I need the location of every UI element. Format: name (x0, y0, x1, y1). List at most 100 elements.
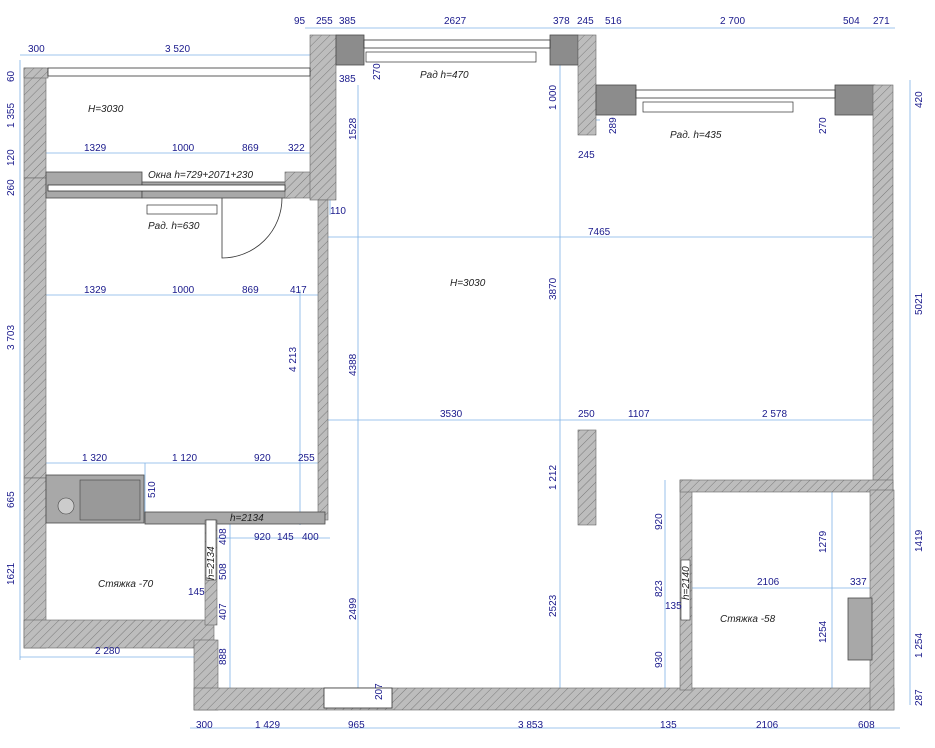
dim-label: 3 853 (518, 720, 543, 731)
dim-label: 2106 (756, 720, 779, 731)
dim-label: 5021 (914, 292, 925, 315)
dim-label: 888 (218, 648, 229, 665)
radiators (146, 51, 794, 215)
dim-label: 300 (196, 720, 213, 731)
radiator-note-1: Рад h=470 (420, 70, 469, 81)
dim-label: 4 213 (288, 347, 299, 372)
dim-label: 420 (914, 91, 925, 108)
dim-label: 1 320 (82, 453, 107, 464)
dim-label: 3530 (440, 409, 463, 420)
dim-label: 407 (218, 603, 229, 620)
dim-label: 510 (147, 481, 158, 498)
dim-label: 270 (818, 117, 829, 134)
dim-label: 1621 (6, 562, 17, 585)
dim-label: 2499 (348, 597, 359, 620)
interior-dimensions: 1329 1000 869 322 1329 1000 869 417 1 32… (82, 143, 787, 543)
dim-label: 1419 (914, 529, 925, 552)
radiator-note-2: Рад. h=435 (670, 130, 722, 141)
dim-label: 508 (218, 563, 229, 580)
dim-label: 322 (288, 143, 305, 154)
dim-label: 245 (578, 150, 595, 161)
dim-label: 120 (6, 149, 17, 166)
left-dimensions: 60 1 355 120 260 3 703 665 1621 (6, 70, 17, 585)
dim-label: 3 703 (6, 325, 17, 350)
door-note-3: h=2140 (681, 566, 692, 600)
door-note-2: h=2134 (206, 546, 217, 580)
dim-label: 135 (665, 601, 682, 612)
dim-label: 300 (28, 44, 45, 55)
bath-fixtures (57, 479, 141, 521)
dim-label: 1254 (818, 620, 829, 643)
dim-label: 823 (654, 580, 665, 597)
dim-label: 1 000 (548, 85, 559, 110)
dim-label: 1329 (84, 285, 107, 296)
dim-label: 930 (654, 651, 665, 668)
dim-label: 417 (290, 285, 307, 296)
dim-label: 3870 (548, 277, 559, 300)
door-swing (205, 197, 691, 621)
dim-label: 145 (277, 532, 294, 543)
dim-label: 145 (188, 587, 205, 598)
dim-label: 289 (608, 117, 619, 134)
dim-label: 1107 (628, 409, 650, 420)
dim-label: 516 (605, 16, 622, 27)
dim-label: 135 (660, 720, 677, 731)
living-height-label: H=3030 (450, 278, 486, 289)
dim-label: 869 (242, 143, 259, 154)
dim-label: 1329 (84, 143, 107, 154)
door-note-1: h=2134 (230, 513, 264, 524)
walls (23, 34, 895, 711)
dim-label: 2 280 (95, 646, 120, 657)
dim-label: 255 (316, 16, 333, 27)
wc-screed-label: Стяжка -58 (720, 614, 776, 625)
dim-label: 95 (294, 16, 306, 27)
dim-label: 260 (6, 179, 17, 196)
bottom-dimensions: 300 1 429 965 3 853 135 2106 608 2 280 (95, 646, 875, 731)
dim-label: 608 (858, 720, 875, 731)
dim-label: 1000 (172, 143, 195, 154)
dim-label: 920 (254, 532, 271, 543)
dim-label: 378 (553, 16, 570, 27)
dimension-lines (19, 27, 911, 729)
windows (47, 39, 836, 709)
radiator-note-3: Рад. h=630 (148, 221, 200, 232)
dim-label: 869 (242, 285, 259, 296)
dim-label: 920 (654, 513, 665, 530)
dim-label: 400 (302, 532, 319, 543)
dim-label: 1528 (348, 117, 359, 140)
vertical-dimensions: 1528 1 000 3870 4 213 4388 1 212 2499 25… (147, 85, 829, 668)
dim-label: 110 (330, 206, 346, 217)
dim-label: 1000 (172, 285, 195, 296)
windows-note: Окна h=729+2071+230 (148, 170, 253, 181)
bathroom-screed-label: Стяжка -70 (98, 579, 154, 590)
dim-label: 255 (298, 453, 315, 464)
dim-label: 7465 (588, 227, 611, 238)
dim-label: 665 (6, 491, 17, 508)
dim-label: 2106 (757, 577, 780, 588)
dim-label: 2627 (444, 16, 467, 27)
dim-label: 1 120 (172, 453, 197, 464)
dim-label: 408 (218, 528, 229, 545)
dim-label: 2523 (548, 594, 559, 617)
dim-label: 1 212 (548, 465, 559, 490)
dim-label: 3 520 (165, 44, 190, 55)
dim-label: 271 (873, 16, 890, 27)
dim-label: 385 (339, 74, 356, 85)
dim-label: 920 (254, 453, 271, 464)
dim-label: 4388 (348, 353, 359, 376)
dim-label: 385 (339, 16, 356, 27)
dim-label: 337 (850, 577, 867, 588)
dim-label: 60 (6, 70, 17, 82)
misc-dimensions: 385 270 289 245 270 110 145 135 2106 337… (188, 63, 867, 700)
dim-label: 287 (914, 689, 925, 706)
dim-label: 270 (372, 63, 383, 80)
dim-label: 965 (348, 720, 365, 731)
dim-label: 1 429 (255, 720, 280, 731)
dim-label: 207 (374, 683, 385, 700)
dim-label: 504 (843, 16, 860, 27)
top-dimensions: 95 255 385 2627 378 245 516 2 700 504 27… (28, 16, 890, 55)
dim-label: 2 578 (762, 409, 787, 420)
dim-label: 1279 (818, 530, 829, 553)
loggia-height-label: H=3030 (88, 104, 124, 115)
